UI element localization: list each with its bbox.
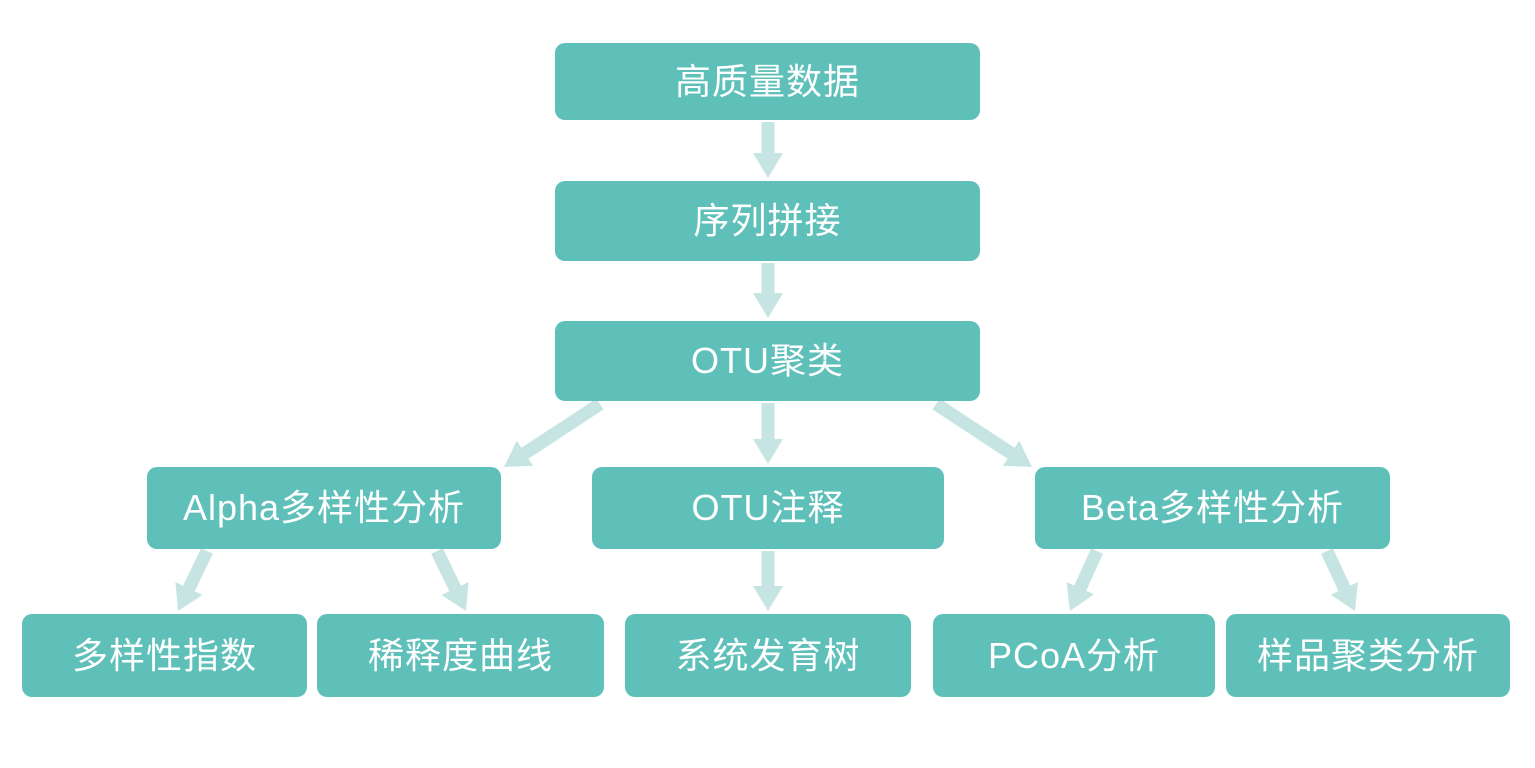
node-label: Alpha多样性分析 — [182, 487, 466, 528]
node-alpha-diversity: Alpha多样性分析 — [147, 467, 501, 549]
node-label: 系统发育树 — [675, 634, 861, 676]
arrow-high-quality-to-assembly — [753, 122, 783, 178]
node-label: OTU聚类 — [691, 340, 844, 381]
node-label: Beta多样性分析 — [1080, 487, 1345, 528]
node-sequence-assembly: 序列拼接 — [555, 181, 980, 261]
arrow-assembly-to-otu-cluster — [753, 263, 783, 318]
node-label: 样品聚类分析 — [1256, 634, 1479, 676]
node-label: 序列拼接 — [693, 200, 842, 241]
arrow-otu-cluster-to-alpha — [504, 398, 604, 467]
node-phylogenetic-tree: 系统发育树 — [625, 614, 911, 697]
arrow-otu-cluster-to-annotation — [753, 403, 783, 464]
arrow-alpha-to-diversity-index — [175, 548, 213, 611]
node-sample-clustering: 样品聚类分析 — [1226, 614, 1510, 697]
node-high-quality-data: 高质量数据 — [555, 43, 980, 120]
arrow-beta-to-pcoa — [1066, 548, 1103, 611]
node-diversity-index: 多样性指数 — [22, 614, 307, 697]
node-beta-diversity: Beta多样性分析 — [1035, 467, 1390, 549]
node-label: 高质量数据 — [674, 60, 860, 102]
node-label: OTU注释 — [691, 487, 845, 528]
arrow-alpha-to-rarefaction — [431, 548, 469, 611]
node-otu-annotation: OTU注释 — [592, 467, 944, 549]
node-label: 多样性指数 — [71, 634, 257, 676]
node-pcoa-analysis: PCoA分析 — [933, 614, 1215, 697]
node-label: PCoA分析 — [987, 634, 1161, 676]
arrow-otu-cluster-to-beta — [932, 398, 1032, 467]
node-label: 稀释度曲线 — [367, 634, 553, 676]
node-rarefaction-curve: 稀释度曲线 — [317, 614, 604, 697]
arrow-beta-to-sample-cluster — [1321, 548, 1358, 611]
node-otu-clustering: OTU聚类 — [555, 321, 980, 401]
arrow-annotation-to-phylo-tree — [753, 551, 783, 611]
